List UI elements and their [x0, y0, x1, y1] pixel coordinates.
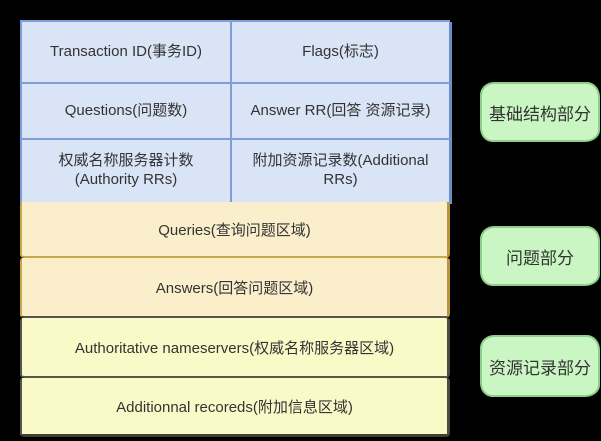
label-basic-structure-section: 基础结构部分	[480, 82, 600, 142]
row-queries: Queries(查询问题区域)	[20, 202, 450, 258]
label-question-section: 问题部分	[480, 226, 600, 286]
row-additional-records: Additionnal recoreds(附加信息区域)	[20, 378, 450, 437]
cell-additional-rrs: 附加资源记录数(Additional RRs)	[232, 140, 452, 204]
cell-questions: Questions(问题数)	[22, 84, 232, 140]
row-answers: Answers(回答问题区域)	[20, 258, 450, 318]
cell-transaction-id: Transaction ID(事务ID)	[22, 22, 232, 84]
dns-header-table: Transaction ID(事务ID) Flags(标志) Questions…	[20, 20, 452, 204]
cell-flags: Flags(标志)	[232, 22, 452, 84]
cell-authority-rrs: 权威名称服务器计数 (Authority RRs)	[22, 140, 232, 204]
cell-answer-rr: Answer RR(回答 资源记录)	[232, 84, 452, 140]
label-resource-record-section: 资源记录部分	[480, 335, 600, 397]
row-authoritative-nameservers: Authoritative nameservers(权威名称服务器区域)	[20, 318, 450, 378]
